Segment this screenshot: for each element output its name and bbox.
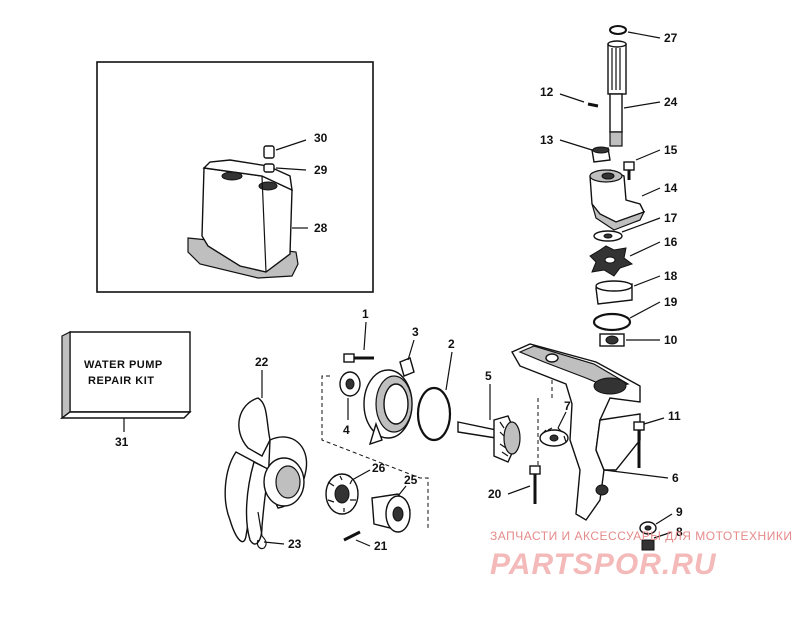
- part-label-12: 12: [540, 85, 554, 99]
- thrust-parts-group: 4 26 25: [321, 371, 429, 533]
- part-28-housing: [187, 159, 299, 279]
- part-label-11: 11: [668, 409, 681, 423]
- part-label-26: 26: [372, 461, 386, 475]
- part-label-31: 31: [115, 435, 129, 449]
- inset-panel: 30 29 28: [96, 61, 374, 293]
- part-14-pump-housing: 14: [589, 169, 678, 231]
- part-5-shaft-gear: 5: [457, 369, 521, 463]
- part-8-screw: 8: [641, 525, 683, 551]
- part-label-24: 24: [664, 95, 678, 109]
- part-label-28: 28: [314, 221, 328, 235]
- part-label-21: 21: [374, 539, 388, 553]
- part-23-cotter-pin: 23: [256, 511, 302, 551]
- part-label-7: 7: [564, 399, 571, 413]
- propeller: 22: [224, 355, 308, 545]
- part-label-15: 15: [664, 143, 678, 157]
- part-label-8: 8: [676, 525, 683, 539]
- drive-shaft-upper: [607, 40, 627, 95]
- part-12-pin: 12: [540, 85, 599, 108]
- part-30: [263, 145, 275, 159]
- part-label-17: 17: [664, 211, 678, 225]
- part-3-bearing-housing: 3: [363, 325, 419, 446]
- part-label-18: 18: [664, 269, 678, 283]
- part-11-bolt: 11: [633, 409, 681, 468]
- part-label-22: 22: [255, 355, 269, 369]
- part-label-30: 30: [314, 131, 328, 145]
- part-label-3: 3: [412, 325, 419, 339]
- part-9-washer: 9: [639, 505, 683, 535]
- part-label-13: 13: [540, 133, 554, 147]
- part-label-23: 23: [288, 537, 302, 551]
- part-label-29: 29: [314, 163, 328, 177]
- part-label-5: 5: [485, 369, 492, 383]
- part-1-bolt: 1: [343, 307, 374, 363]
- repair-kit-box: WATER PUMP REPAIR KIT 31: [59, 331, 192, 449]
- watermark: ЗАПЧАСТИ И АКСЕССУАРЫ ДЛЯ МОТОТЕХНИКИ PA…: [490, 529, 792, 581]
- part-2-o-ring: 2: [416, 337, 455, 442]
- part-6-gearcase: 6: [511, 343, 679, 521]
- watermark-brand: PARTSPOR.RU: [490, 548, 717, 581]
- part-label-20: 20: [488, 487, 502, 501]
- part-label-16: 16: [664, 235, 678, 249]
- part-label-19: 19: [664, 295, 678, 309]
- part-16-impeller: 16: [589, 235, 678, 277]
- part-label-10: 10: [664, 333, 678, 347]
- part-17-plate: 17: [593, 211, 678, 242]
- part-label-27: 27: [664, 31, 678, 45]
- watermark-tagline: ЗАПЧАСТИ И АКСЕССУАРЫ ДЛЯ МОТОТЕХНИКИ: [490, 529, 792, 543]
- part-29: [263, 163, 275, 173]
- part-26-bushing: 26: [325, 461, 386, 515]
- part-20-bolt: 20: [488, 465, 541, 504]
- kit-label-line1: WATER PUMP: [84, 359, 163, 371]
- part-label-4: 4: [343, 423, 350, 437]
- part-13-grommet: 13: [540, 133, 611, 163]
- part-label-9: 9: [676, 505, 683, 519]
- part-18-impeller-cup: 18: [595, 269, 678, 305]
- part-24-drive-shaft: 24: [609, 93, 678, 147]
- part-4-washer: 4: [339, 371, 361, 437]
- part-25-hub: 25: [371, 473, 418, 533]
- part-27-o-ring: 27: [609, 25, 678, 45]
- part-10-bearing: 10: [599, 333, 678, 347]
- part-label-2: 2: [448, 337, 455, 351]
- part-label-14: 14: [664, 181, 678, 195]
- part-15-screw: 15: [623, 143, 678, 180]
- part-label-6: 6: [672, 471, 679, 485]
- part-label-1: 1: [362, 307, 369, 321]
- part-19-gasket: 19: [592, 295, 678, 332]
- part-label-25: 25: [404, 473, 418, 487]
- kit-label-line2: REPAIR KIT: [88, 375, 155, 387]
- part-21-pin: 21: [343, 530, 388, 553]
